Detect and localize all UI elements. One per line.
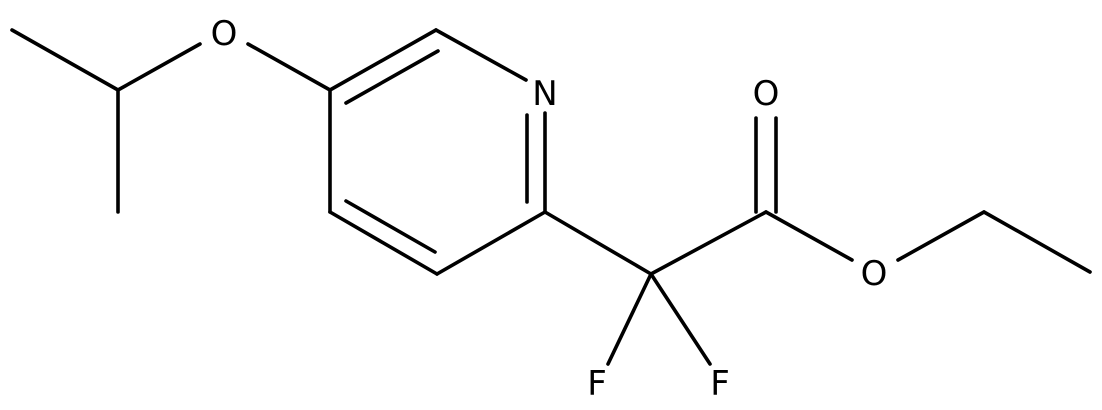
atom-label-fluorine-left: F xyxy=(587,364,607,404)
atom-label-carbonyl-oxygen: O xyxy=(753,74,780,114)
bond-cf2-f1 xyxy=(606,272,653,366)
atom-label-ring-nitrogen: N xyxy=(532,74,557,114)
bond-ch2-ch3 xyxy=(982,210,1092,274)
bond-o-ester-ch2 xyxy=(896,210,986,262)
bond-cf2-c-carbonyl xyxy=(649,210,768,276)
bond-c5-c6 xyxy=(328,28,438,92)
bond-c2-cf2 xyxy=(543,210,653,276)
bond-c3-c4-inner xyxy=(344,199,437,254)
bond-c6-n1 xyxy=(434,28,528,82)
bond-ch3-ch-upper xyxy=(10,28,120,92)
bond-ch-o-ether xyxy=(116,42,202,92)
atom-label-fluorine-right: F xyxy=(710,364,730,404)
bond-c2-c3 xyxy=(435,210,547,276)
bond-c-carbonyl-o-ester xyxy=(764,210,854,262)
bond-c3-c4 xyxy=(328,210,439,276)
bond-c5-c6-inner xyxy=(344,49,440,105)
bond-o-ether-c5 xyxy=(246,42,332,92)
atom-label-ether-oxygen: O xyxy=(211,14,238,54)
atom-label-ester-oxygen: O xyxy=(861,254,888,294)
bond-cf2-f2 xyxy=(649,272,712,366)
